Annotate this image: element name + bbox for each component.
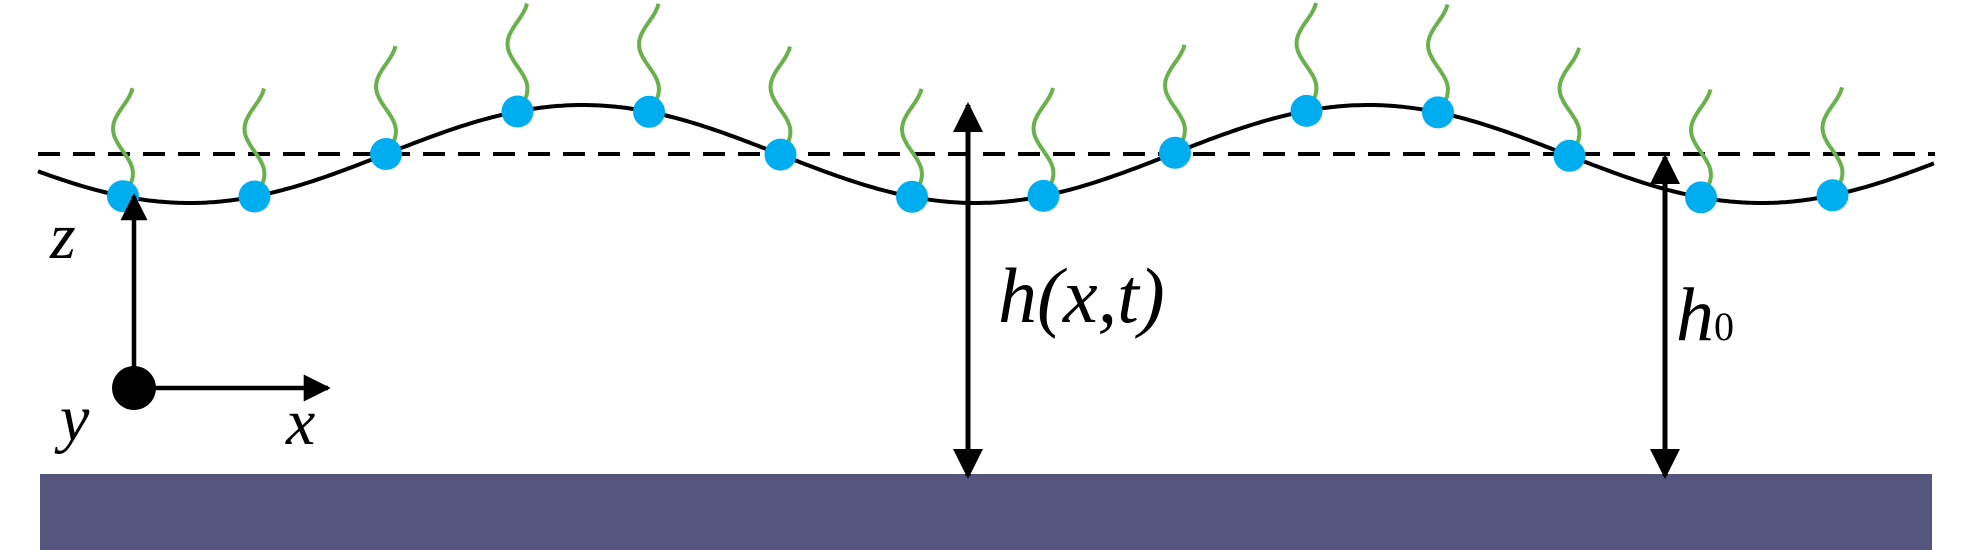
surfactant-head	[238, 180, 271, 213]
surfactant-head	[1553, 139, 1586, 172]
surfactant-tails	[110, 2, 1845, 199]
surfactant-head	[1685, 181, 1717, 214]
surfactant-head	[896, 180, 928, 213]
surfactant-head	[1027, 179, 1060, 212]
axis-label-x: x	[285, 386, 315, 459]
surfactant-tail	[1031, 87, 1056, 198]
surfactant-tail	[1162, 44, 1187, 154]
surfactant-head	[1422, 96, 1454, 129]
axis-label-y: y	[54, 382, 90, 455]
surfactant-head	[501, 95, 534, 128]
surfactant-head	[370, 138, 402, 170]
surfactant-tail	[1294, 2, 1319, 113]
surfactant-tail	[373, 45, 398, 156]
film-interface-curve	[37, 103, 1935, 205]
surfactant-head	[1290, 94, 1323, 127]
surfactant-tail	[768, 46, 793, 156]
h-xt-symbol: h	[998, 252, 1037, 339]
surfactant-tail	[110, 87, 135, 198]
surfactant-tail	[1425, 3, 1450, 114]
surfactant-tail	[505, 2, 530, 113]
substrate	[40, 474, 1932, 550]
h0-symbol: h	[1676, 273, 1714, 357]
surfactant-tail	[899, 88, 924, 198]
surfactant-head	[764, 138, 797, 171]
h0-subscript: 0	[1714, 304, 1734, 349]
h-xt-label: h(x,t)	[998, 252, 1165, 339]
surfactant-head	[1159, 136, 1191, 169]
surfactant-head	[1816, 179, 1849, 212]
surfactant-tail	[242, 87, 267, 198]
y-axis-dot	[112, 366, 156, 410]
surfactant-tail	[636, 3, 661, 113]
surfactant-heads	[107, 94, 1849, 214]
h-xt-args: (x,t)	[1037, 252, 1165, 339]
surfactant-head	[633, 95, 665, 128]
axis-label-z: z	[49, 200, 76, 273]
surfactant-tail	[1688, 88, 1713, 199]
h0-label: h0	[1676, 273, 1734, 357]
surfactant-tail	[1820, 86, 1845, 197]
surfactant-tail	[1557, 47, 1582, 157]
